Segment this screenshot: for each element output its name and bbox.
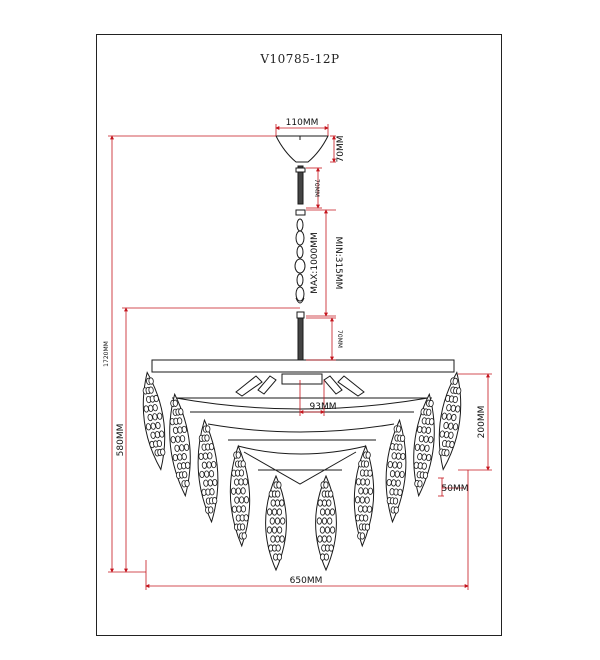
drawing-title: V10785-12P bbox=[260, 52, 340, 66]
dim-center-width: 93MM bbox=[310, 402, 337, 412]
dim-pendant-gap: 50MM bbox=[442, 484, 469, 494]
top-plate bbox=[151, 359, 455, 373]
crystal-pendant bbox=[315, 474, 337, 572]
crystal-pendant bbox=[438, 371, 462, 471]
dim-pendant-height: 200MM bbox=[477, 406, 487, 439]
crystal-pendant bbox=[197, 418, 219, 524]
crystal-pendants bbox=[142, 371, 462, 572]
dim-canopy-height: 70MM bbox=[336, 136, 346, 163]
crystal-pendant bbox=[413, 392, 435, 498]
bowl-base bbox=[243, 451, 357, 485]
crystal-pendant bbox=[265, 474, 287, 572]
ceiling-canopy bbox=[275, 135, 329, 163]
dim-canopy-width: 110MM bbox=[286, 118, 319, 128]
dim-chain-max: MAX:1000MM bbox=[310, 232, 320, 294]
crystal-pendant bbox=[142, 371, 166, 471]
upper-rod bbox=[297, 165, 304, 205]
dimension-lines bbox=[108, 124, 492, 590]
crystal-pendant bbox=[353, 444, 375, 548]
dim-chain-min: MIN:315MM bbox=[333, 237, 343, 290]
bulb-holders bbox=[235, 373, 365, 397]
dim-rod-top: 70MM bbox=[313, 179, 320, 197]
drawing-frame bbox=[96, 34, 502, 636]
dim-body-height: 580MM bbox=[116, 424, 126, 457]
dim-overall-height: 1720MM bbox=[103, 341, 110, 367]
bowl-upper bbox=[175, 397, 429, 410]
crystal-pendant bbox=[385, 418, 407, 524]
crystal-pendant bbox=[229, 444, 251, 548]
fixture-drawing bbox=[151, 135, 455, 485]
chain bbox=[294, 218, 306, 304]
dim-overall-width: 650MM bbox=[290, 576, 323, 586]
lower-rod bbox=[296, 311, 305, 319]
dim-rod-bottom: 70MM bbox=[336, 330, 343, 348]
crystal-pendant bbox=[169, 392, 191, 498]
